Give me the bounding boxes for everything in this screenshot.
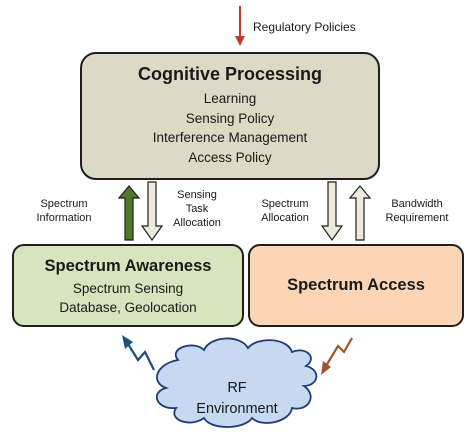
bandwidth-requirement-line-1: Bandwidth	[391, 198, 443, 210]
sensing-task-allocation-arrow	[140, 181, 164, 242]
spectrum-allocation-label: Spectrum Allocation	[252, 197, 318, 225]
cognitive-item-interference-management: Interference Management	[152, 130, 308, 145]
regulatory-policies-arrow	[235, 6, 245, 46]
sensing-task-line-3: Allocation	[173, 217, 221, 229]
cognitive-item-access-policy: Access Policy	[188, 149, 272, 165]
bandwidth-requirement-line-2: Requirement	[385, 212, 449, 224]
spectrum-information-arrow	[117, 185, 141, 241]
lightning-to-awareness-icon	[122, 335, 155, 371]
regulatory-policies-label: Regulatory Policies	[253, 20, 356, 34]
spectrum-access-title: Spectrum Access	[287, 276, 425, 294]
sensing-task-line-1: Sensing	[177, 189, 217, 201]
sensing-task-line-2: Task	[185, 203, 209, 215]
spectrum-allocation-line-2: Allocation	[261, 212, 309, 224]
rf-environment-cloud	[155, 337, 318, 428]
spectrum-awareness-title: Spectrum Awareness	[44, 256, 212, 275]
spectrum-information-label: Spectrum Information	[18, 197, 110, 225]
spectrum-information-line-1: Spectrum	[40, 198, 88, 210]
spectrum-access-box: Spectrum Access	[248, 244, 464, 327]
rf-environment-line-2: Environment	[196, 401, 278, 417]
spectrum-awareness-box: Spectrum Awareness Spectrum Sensing Data…	[12, 244, 244, 327]
cognitive-processing-title: Cognitive Processing	[137, 64, 323, 84]
awareness-item-spectrum-sensing: Spectrum Sensing	[72, 280, 184, 296]
spectrum-allocation-line-1: Spectrum	[261, 198, 309, 210]
rf-environment-label: RF Environment	[162, 378, 312, 420]
sensing-task-allocation-label: Sensing Task Allocation	[166, 188, 228, 230]
cognitive-processing-box: Cognitive Processing Learning Sensing Po…	[80, 52, 380, 180]
bandwidth-requirement-label: Bandwidth Requirement	[374, 197, 460, 225]
spectrum-allocation-arrow	[320, 181, 344, 242]
cognitive-item-learning: Learning	[203, 91, 257, 106]
cognitive-item-sensing-policy: Sensing Policy	[185, 110, 275, 126]
bandwidth-requirement-arrow	[348, 185, 372, 241]
rf-environment-line-1: RF	[227, 380, 247, 396]
lightning-from-access-icon	[321, 337, 353, 375]
awareness-item-database-geolocation: Database, Geolocation	[59, 299, 197, 315]
spectrum-information-line-2: Information	[36, 212, 92, 224]
